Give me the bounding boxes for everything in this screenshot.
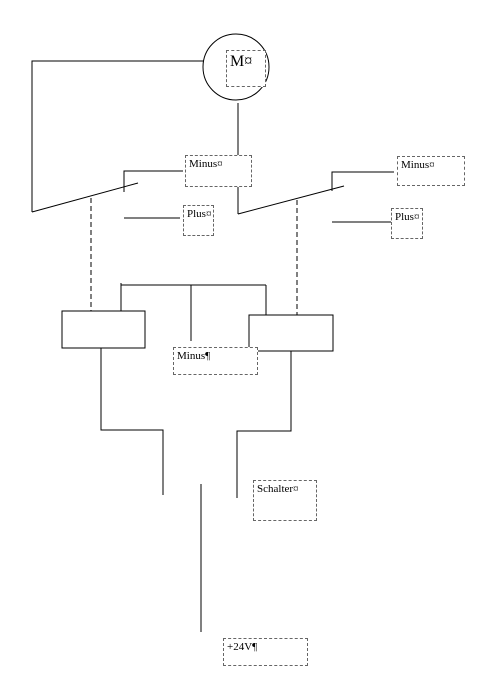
plus-label-left-text: Plus¤: [187, 208, 212, 220]
plus-label-right: Plus¤: [391, 208, 423, 239]
coil-left-to-switch: [100, 348, 164, 495]
motor-label-text: M¤: [230, 53, 253, 70]
switch-left-blade: [31, 182, 139, 213]
switch-label-text: Schalter¤: [257, 483, 299, 495]
switch-right-minus-contact: [331, 171, 394, 191]
supply-label: +24V¶: [223, 638, 308, 666]
plus-label-right-text: Plus¤: [395, 211, 420, 223]
minus-label-right-text: Minus¤: [401, 159, 435, 171]
motor-label: M¤: [226, 50, 266, 87]
relay-coil-left: [61, 310, 146, 349]
switch-left-minus-contact: [123, 170, 183, 192]
motor-symbol: [202, 33, 270, 101]
minus-bus-label: Minus¶: [173, 347, 258, 375]
minus-bus-label-text: Minus¶: [177, 350, 211, 362]
switch-right-blade: [237, 185, 345, 215]
motor-wire-left: [31, 60, 204, 212]
switch-label: Schalter¤: [253, 480, 317, 521]
minus-label-right: Minus¤: [397, 156, 465, 186]
minus-label-left-text: Minus¤: [189, 158, 223, 170]
relay-coil-right: [248, 314, 334, 352]
minus-label-left: Minus¤: [185, 155, 252, 187]
plus-label-left: Plus¤: [183, 205, 214, 236]
coil-right-to-switch: [236, 351, 292, 498]
supply-label-text: +24V¶: [227, 641, 258, 653]
